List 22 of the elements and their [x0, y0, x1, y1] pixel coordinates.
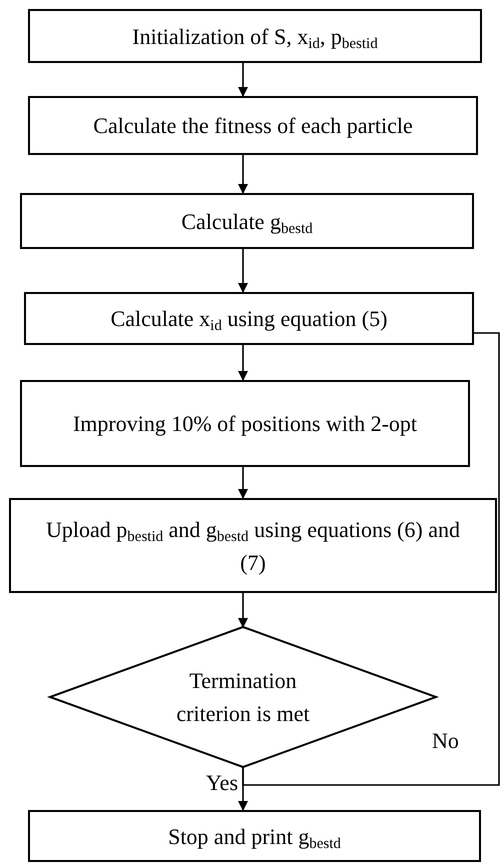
connector-line [242, 332, 500, 786]
process-box [20, 193, 474, 249]
process-box [28, 96, 478, 155]
decision-text: Termination criterion is met [175, 667, 311, 728]
process-box [20, 380, 470, 467]
step-text: Calculate g$_{bestd}$ [181, 208, 313, 238]
process-box [28, 810, 481, 862]
arrow [238, 345, 248, 381]
step-text: Upload p$_{bestid}$ and g$_{bestd}$ using equations (6) and (7) [45, 516, 461, 577]
process-box [24, 292, 474, 345]
arrow [238, 593, 248, 628]
step-text: Initialization of S, x$_{id}$, p$_{bestid}$ [132, 22, 378, 52]
arrow [238, 249, 248, 293]
arrow [238, 467, 248, 499]
process-box [28, 9, 482, 63]
arrow [238, 63, 248, 97]
arrow [238, 155, 248, 194]
step-text: Improving 10% of positions with 2-opt [72, 410, 418, 438]
process-box [9, 498, 497, 593]
step-text: Calculate x$_{id}$ using equation (5) [110, 305, 388, 335]
step-text: Stop and print g$_{bestd}$ [168, 822, 341, 852]
step-text: Calculate the fitness of each particle [93, 112, 413, 140]
